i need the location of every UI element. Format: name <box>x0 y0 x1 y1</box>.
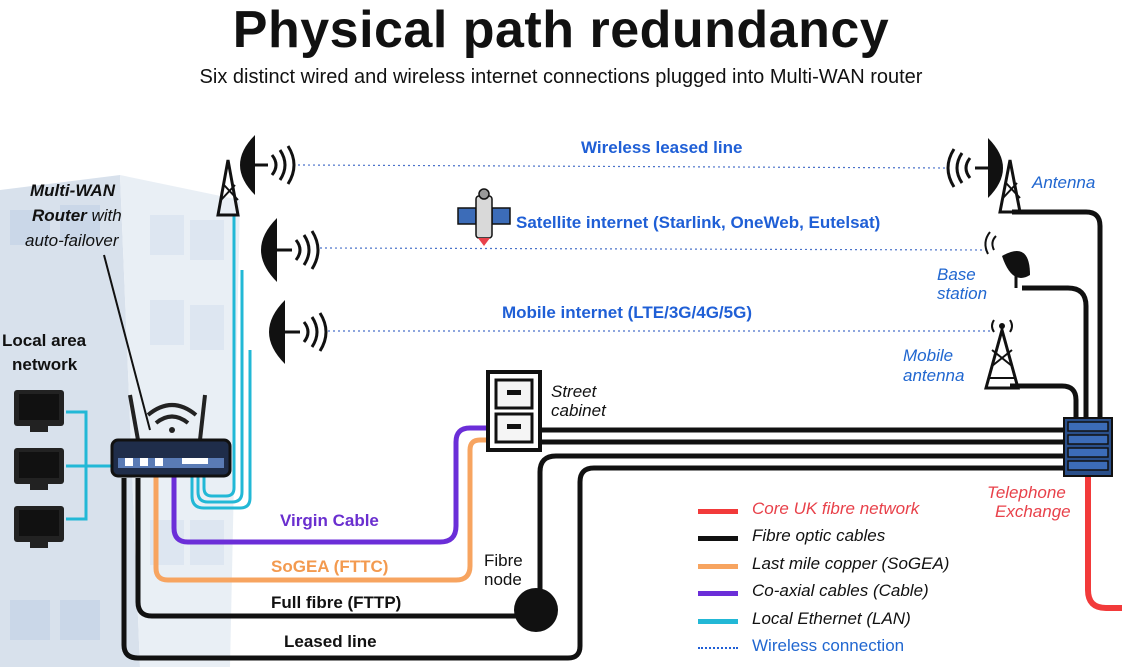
router-label-rest: with <box>86 206 122 225</box>
legend-label: Local Ethernet (LAN) <box>752 609 911 628</box>
street-cabinet-label-1: Street <box>551 382 597 401</box>
street-cabinet-icon <box>486 370 542 452</box>
router-label-line1: Multi-WAN <box>30 181 115 200</box>
legend-swatch <box>698 509 738 514</box>
lan-cables <box>66 215 252 521</box>
legend-item-wireless: Wireless connection <box>698 634 1018 660</box>
fibre-node-label-1: Fibre <box>484 551 523 570</box>
mobile-antenna-icon <box>984 319 1020 390</box>
router-callout-line <box>103 254 151 431</box>
mobile-internet-label: Mobile internet (LTE/3G/4G/5G) <box>502 303 752 322</box>
satellite-icon <box>457 188 511 246</box>
legend-swatch <box>698 647 738 649</box>
base-station-icon <box>984 231 1030 288</box>
legend-item-copper: Last mile copper (SoGEA) <box>698 552 1018 578</box>
wireless-leased-line-label: Wireless leased line <box>581 138 743 157</box>
legend-item-core: Core UK fibre network <box>698 497 1018 523</box>
page-subtitle: Six distinct wired and wireless internet… <box>199 66 923 88</box>
base-station-label-2: station <box>937 284 988 303</box>
lan-computer-icon <box>14 506 64 548</box>
wireless-tower-icon <box>216 135 296 217</box>
legend-item-lan: Local Ethernet (LAN) <box>698 607 1018 633</box>
fibre-node-label-2: node <box>484 570 522 589</box>
mobile-antenna-label-1: Mobile <box>903 346 954 365</box>
lan-label-line1: Local area <box>2 331 87 350</box>
coax-cable <box>171 425 492 545</box>
core-network-line <box>1085 475 1122 611</box>
legend-label: Last mile copper (SoGEA) <box>752 554 950 573</box>
mobile-antenna-label-2: antenna <box>903 366 965 385</box>
legend-label: Wireless connection <box>752 636 905 655</box>
street-cabinet-label-2: cabinet <box>551 401 606 420</box>
satellite-path <box>319 247 989 251</box>
legend-label: Co-axial cables (Cable) <box>752 581 929 600</box>
legend-item-coax: Co-axial cables (Cable) <box>698 579 1018 605</box>
telephone-exchange-icon <box>1063 417 1113 477</box>
legend-item-fibre: Fibre optic cables <box>698 524 1018 550</box>
legend-swatch <box>698 536 738 541</box>
base-station-label-1: Base <box>937 265 976 284</box>
wireless-leased-line-path <box>297 164 949 169</box>
router-label-line2: Router with <box>32 206 122 226</box>
page-title: Physical path redundancy <box>232 1 890 59</box>
telephone-exchange-label-2: Exchange <box>995 502 1071 521</box>
fibre-node-icon <box>514 588 558 632</box>
lan-computer-icon <box>14 448 64 490</box>
mobile-dish-icon <box>269 300 328 364</box>
router-label-bold: Router <box>32 206 87 225</box>
virgin-cable-label: Virgin Cable <box>280 511 379 530</box>
telephone-exchange-label-1: Telephone <box>987 483 1066 502</box>
leased-line-label: Leased line <box>284 632 377 651</box>
lan-label-line2: network <box>12 355 78 374</box>
satellite-dish-icon <box>261 218 320 282</box>
legend-swatch <box>698 564 738 569</box>
lan-computer-icon <box>14 390 64 432</box>
antenna-icon <box>946 138 1022 214</box>
legend-swatch <box>698 591 738 596</box>
legend-label: Core UK fibre network <box>752 499 920 518</box>
antenna-label: Antenna <box>1032 173 1096 192</box>
legend-label: Fibre optic cables <box>752 526 886 545</box>
router-label-line3: auto-failover <box>25 231 119 250</box>
copper-cable <box>153 437 494 583</box>
sogea-label: SoGEA (FTTC) <box>271 557 389 576</box>
multi-wan-router-icon <box>110 394 232 478</box>
full-fibre-label: Full fibre (FTTP) <box>271 593 402 612</box>
satellite-internet-label: Satellite internet (Starlink, OneWeb, Eu… <box>516 213 881 232</box>
legend-swatch <box>698 619 738 624</box>
